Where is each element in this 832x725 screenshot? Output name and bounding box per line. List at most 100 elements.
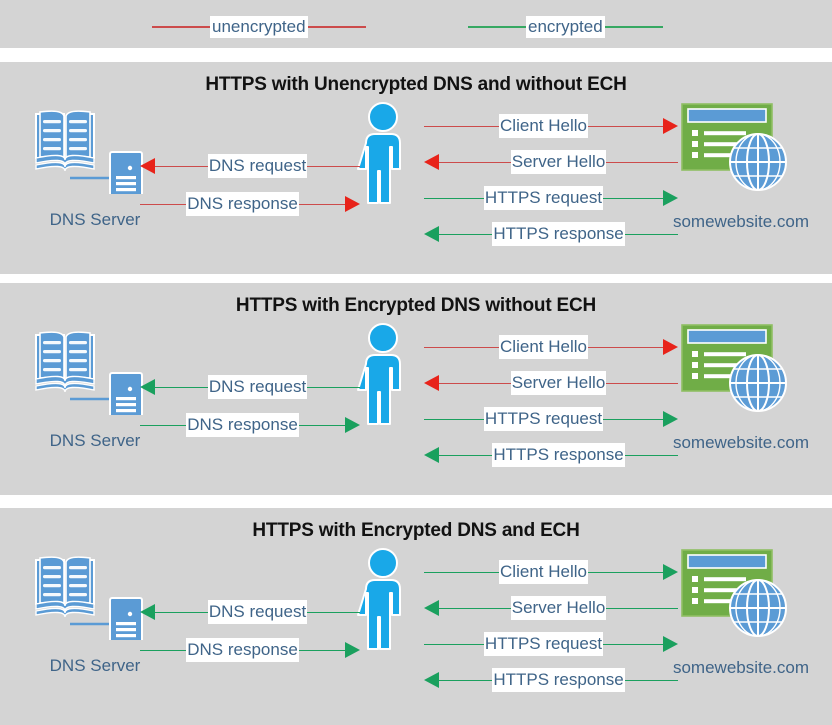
arrowhead-right-icon (345, 417, 360, 433)
website-label: somewebsite.com (672, 212, 810, 231)
legend-label-unencrypted: unencrypted (210, 16, 308, 38)
user-person-icon (352, 323, 414, 425)
legend-line-unencrypted-right (307, 26, 366, 28)
legend-item-encrypted: encrypted (468, 16, 663, 38)
flow-label: HTTPS request (483, 407, 604, 431)
flow-line (307, 611, 361, 613)
icon-artwork (357, 102, 401, 204)
dns-server-label: DNS Server (49, 431, 141, 450)
flow-line (155, 386, 208, 388)
dns-server-icon (32, 329, 150, 420)
flow-https-response: HTTPS response (424, 222, 679, 246)
flow-line (606, 161, 679, 163)
flow-line (439, 233, 493, 235)
flow-dns-response: DNS response (140, 192, 360, 216)
icon-artwork (35, 556, 143, 645)
flow-line (140, 424, 187, 426)
flow-line (424, 571, 500, 573)
flow-line (606, 607, 679, 609)
arrowhead-right-icon (663, 564, 678, 580)
flow-client-hello: Client Hello (424, 560, 678, 584)
arrowhead-right-icon (663, 339, 678, 355)
flow-line (424, 125, 500, 127)
legend-item-unencrypted: unencrypted (152, 16, 366, 38)
user-person-icon (352, 102, 414, 204)
legend-line-encrypted-right (604, 26, 663, 28)
dns-server-icon (32, 108, 150, 199)
flow-line (424, 197, 484, 199)
flow-label: DNS request (207, 600, 308, 624)
icon-artwork (35, 331, 143, 420)
flow-line (439, 382, 511, 384)
scenario-panel-1: HTTPS with Unencrypted DNS and without E… (0, 62, 832, 274)
arrowhead-left-icon (424, 154, 439, 170)
flow-line (424, 346, 500, 348)
arrowhead-right-icon (663, 411, 678, 427)
flow-https-response: HTTPS response (424, 668, 679, 692)
flow-line (603, 418, 663, 420)
legend-line-unencrypted (152, 26, 210, 28)
flow-label: DNS response (186, 413, 299, 437)
icon-artwork (681, 324, 787, 412)
flow-line (603, 197, 663, 199)
flow-https-request: HTTPS request (424, 186, 678, 210)
flow-line (624, 233, 679, 235)
arrowhead-left-icon (140, 604, 155, 620)
flow-line (307, 165, 361, 167)
panel-title: HTTPS with Unencrypted DNS and without E… (205, 74, 627, 95)
flow-line (298, 424, 345, 426)
panel-title: HTTPS with Encrypted DNS and ECH (252, 520, 580, 541)
flow-label: DNS response (186, 638, 299, 662)
flow-label: DNS response (186, 192, 299, 216)
icon-artwork (35, 110, 143, 199)
arrowhead-right-icon (663, 118, 678, 134)
dns-server-label: DNS Server (49, 210, 141, 229)
dns-server-icon (32, 554, 150, 645)
flow-line (155, 611, 208, 613)
website-browser-globe-icon (680, 548, 798, 644)
icon-artwork (681, 103, 787, 191)
icon-artwork (681, 549, 787, 637)
flow-label: HTTPS request (483, 632, 604, 656)
flow-dns-request: DNS request (140, 154, 361, 178)
flow-line (606, 382, 679, 384)
flow-label: Client Hello (499, 560, 588, 584)
flow-label: HTTPS response (492, 668, 625, 692)
flow-line (140, 203, 187, 205)
user-person-icon (352, 548, 414, 650)
flow-label: DNS request (207, 154, 308, 178)
flow-label: Server Hello (510, 596, 607, 620)
flow-line (624, 679, 679, 681)
flow-line (140, 649, 187, 651)
legend-label-encrypted: encrypted (526, 16, 605, 38)
flow-line (439, 679, 493, 681)
arrowhead-left-icon (424, 672, 439, 688)
flow-line (439, 607, 511, 609)
flow-label: HTTPS response (492, 443, 625, 467)
flow-label: HTTPS response (492, 222, 625, 246)
legend-line-encrypted (468, 26, 526, 28)
flow-line (424, 418, 484, 420)
arrowhead-right-icon (663, 636, 678, 652)
arrowhead-left-icon (424, 600, 439, 616)
arrowhead-left-icon (424, 447, 439, 463)
flow-line (298, 649, 345, 651)
website-browser-globe-icon (680, 102, 798, 198)
flow-dns-request: DNS request (140, 600, 361, 624)
scenario-panel-2: HTTPS with Encrypted DNS without ECH DNS… (0, 283, 832, 495)
flow-dns-response: DNS response (140, 413, 360, 437)
arrowhead-left-icon (140, 158, 155, 174)
flow-server-hello: Server Hello (424, 150, 679, 174)
flow-https-response: HTTPS response (424, 443, 679, 467)
website-browser-globe-icon (680, 323, 798, 419)
flow-line (603, 643, 663, 645)
flow-line (587, 125, 663, 127)
dns-server-label: DNS Server (49, 656, 141, 675)
arrowhead-left-icon (424, 226, 439, 242)
arrowhead-right-icon (663, 190, 678, 206)
flow-server-hello: Server Hello (424, 596, 679, 620)
scenario-panel-3: HTTPS with Encrypted DNS and ECH DNS Ser… (0, 508, 832, 725)
flow-client-hello: Client Hello (424, 335, 678, 359)
flow-label: Server Hello (510, 371, 607, 395)
flow-line (587, 346, 663, 348)
